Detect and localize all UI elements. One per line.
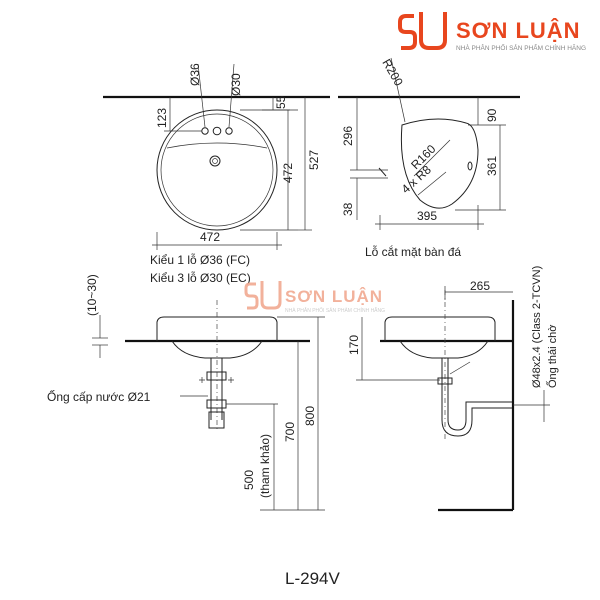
brand-tagline: NHÀ PHÂN PHỐI SẢN PHẨM CHÍNH HÃNG <box>456 42 586 52</box>
hole-note-line-2: Kiểu 3 lỗ Ø30 (EC) <box>150 270 251 285</box>
dim-170: 170 <box>347 335 361 355</box>
dim-527: 527 <box>307 150 321 170</box>
dim-472-vertical: 472 <box>281 163 295 183</box>
dim-r200: R200 <box>379 57 406 89</box>
dim-counter-thickness: (10~30) <box>85 274 99 316</box>
dim-800: 800 <box>303 406 317 426</box>
dim-d30: Ø30 <box>229 73 243 96</box>
hole-note-line-1: Kiểu 1 lỗ Ø36 (FC) <box>150 252 250 267</box>
dim-500-note: (tham khảo) <box>258 434 272 498</box>
tap-hole-center <box>212 126 222 136</box>
cutout-caption: Lỗ cắt mặt bàn đá <box>365 244 461 259</box>
dim-90: 90 <box>485 108 499 122</box>
watermark-tagline: NHÀ PHÂN PHỐI SẢN PHẨM CHÍNH HÃNG <box>285 307 385 314</box>
dim-38: 38 <box>341 202 355 216</box>
cutout-view: R200 R160 4 x R8 296 38 90 361 395 Lỗ cắ… <box>338 57 520 259</box>
dim-700: 700 <box>283 422 297 442</box>
watermark-brand-name: SƠN LUẬN <box>285 287 383 306</box>
drain <box>209 155 221 167</box>
front-view: (10~30) Ống cấp nước Ø21 500 (tham khảo)… <box>47 274 325 511</box>
dim-55: 55 <box>274 95 288 109</box>
side-view: 265 170 Ø48x2.4 (Class 2-TCVN) Ống thải … <box>347 266 559 512</box>
model-number: L-294V <box>285 569 340 588</box>
dim-500: 500 <box>242 470 256 490</box>
side-basin-body <box>384 316 496 341</box>
cutout-outline <box>400 118 479 209</box>
supply-pipe-label: Ống cấp nước Ø21 <box>47 389 151 404</box>
dim-265: 265 <box>470 279 490 293</box>
dim-395: 395 <box>417 209 437 223</box>
basin-rim <box>156 109 278 231</box>
top-view: Ø36 Ø30 123 55 472 527 472 Kiểu 1 lỗ Ø36… <box>103 63 330 285</box>
dim-361: 361 <box>485 156 499 176</box>
dim-296: 296 <box>341 126 355 146</box>
tap-hole-left <box>201 127 209 135</box>
logo-mark-icon <box>398 12 447 50</box>
dim-472-horizontal: 472 <box>200 230 220 244</box>
drain-pipe-label: Ø48x2.4 (Class 2-TCVN) <box>531 266 543 388</box>
tap-hole-right <box>225 127 233 135</box>
dim-d36: Ø36 <box>188 63 202 86</box>
watermark: SƠN LUẬN NHÀ PHÂN PHỐI SẢN PHẨM CHÍNH HÃ… <box>244 281 385 314</box>
brand-logo: SƠN LUẬN NHÀ PHÂN PHỐI SẢN PHẨM CHÍNH HÃ… <box>398 12 586 52</box>
brand-name: SƠN LUẬN <box>456 18 581 43</box>
watermark-logo-icon <box>244 281 282 310</box>
dim-123: 123 <box>155 108 169 128</box>
drain-pipe-label-2: Ống thải chờ <box>545 325 559 388</box>
